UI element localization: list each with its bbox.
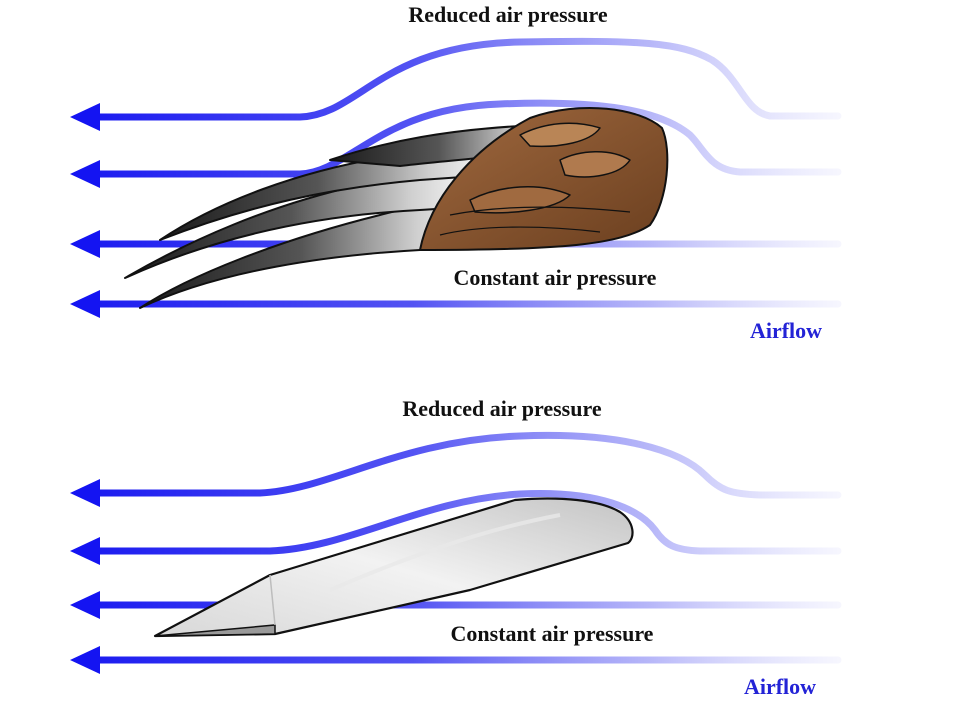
reduced-pressure-label: Reduced air pressure	[402, 396, 602, 421]
arrowhead-icon	[70, 103, 100, 131]
arrowhead-icon	[70, 646, 100, 674]
arrowhead-icon	[70, 230, 100, 258]
arrowhead-icon	[70, 479, 100, 507]
constant-pressure-label: Constant air pressure	[450, 621, 654, 646]
arrowhead-icon	[70, 160, 100, 188]
airflow-label: Airflow	[749, 318, 823, 343]
bird-wing-illustration	[124, 107, 669, 309]
arrowhead-icon	[70, 537, 100, 565]
airflow-label: Airflow	[743, 674, 817, 699]
airfoil-illustration	[153, 497, 634, 638]
streamline-top	[91, 431, 842, 499]
streamline-upper-mid	[91, 489, 842, 555]
panel-airfoil	[70, 431, 842, 674]
reduced-pressure-label: Reduced air pressure	[408, 2, 608, 27]
arrowhead-icon	[70, 591, 100, 619]
streamline-top	[91, 37, 842, 121]
constant-pressure-label: Constant air pressure	[453, 265, 657, 290]
panel-bird-wing	[70, 37, 842, 318]
arrowhead-icon	[70, 290, 100, 318]
